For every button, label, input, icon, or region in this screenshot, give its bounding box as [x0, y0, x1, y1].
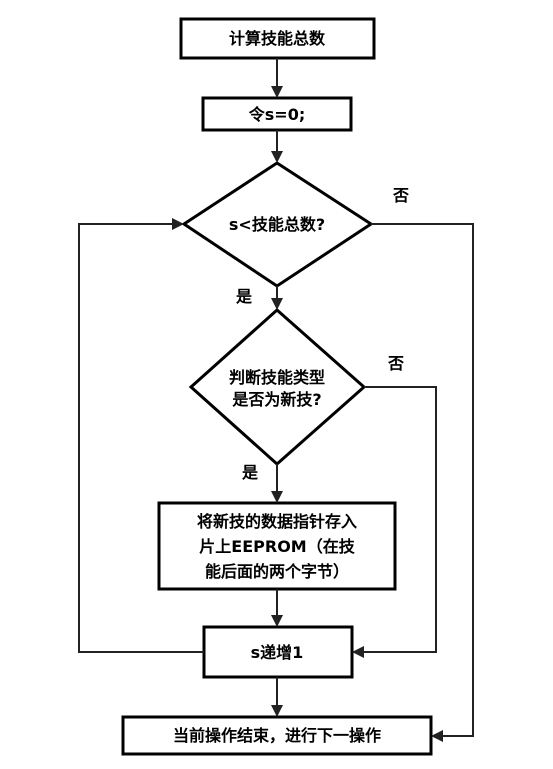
node-cond2-label-line2: 是否为新技?	[231, 390, 321, 409]
cond2-yes-label: 是	[241, 463, 258, 482]
edge-init-to-cond1	[271, 130, 283, 163]
node-start-label: 计算技能总数	[229, 29, 326, 48]
cond1-yes-label: 是	[235, 287, 252, 306]
edge-increment-to-end	[271, 677, 283, 717]
edge-start-to-init	[271, 58, 283, 98]
edge-store-to-increment	[271, 589, 283, 627]
node-store: 将新技的数据指针存入 片上EEPROM（在技 能后面的两个字节）	[157, 501, 397, 591]
node-store-label-line2: 片上EEPROM（在技	[199, 537, 355, 556]
cond1-no-label: 否	[392, 186, 409, 205]
node-end-label: 当前操作结束，进行下一操作	[173, 726, 381, 745]
edge-cond2-to-store	[271, 464, 283, 503]
cond2-no-label: 否	[387, 354, 404, 373]
node-cond2-label-line1: 判断技能类型	[229, 368, 325, 387]
edge-cond1-no-to-end	[371, 223, 474, 742]
edge-cond1-to-cond2	[271, 286, 283, 310]
node-cond1: s<技能总数?	[181, 161, 374, 288]
node-start: 计算技能总数	[179, 17, 376, 60]
node-store-label-line3: 能后面的两个字节）	[205, 562, 349, 581]
node-end: 当前操作结束，进行下一操作	[121, 715, 433, 756]
node-increment: s递增1	[202, 625, 354, 679]
node-cond2: 判断技能类型 是否为新技?	[188, 307, 367, 467]
node-increment-label: s递增1	[251, 643, 304, 662]
edge-loop-increment-to-cond1	[78, 218, 204, 653]
edge-cond2-no-to-increment	[352, 386, 437, 658]
node-store-label-line1: 将新技的数据指针存入	[197, 512, 357, 531]
node-init: 令s=0;	[201, 96, 353, 132]
node-init-label: 令s=0;	[248, 105, 305, 124]
node-cond1-label: s<技能总数?	[229, 215, 325, 234]
